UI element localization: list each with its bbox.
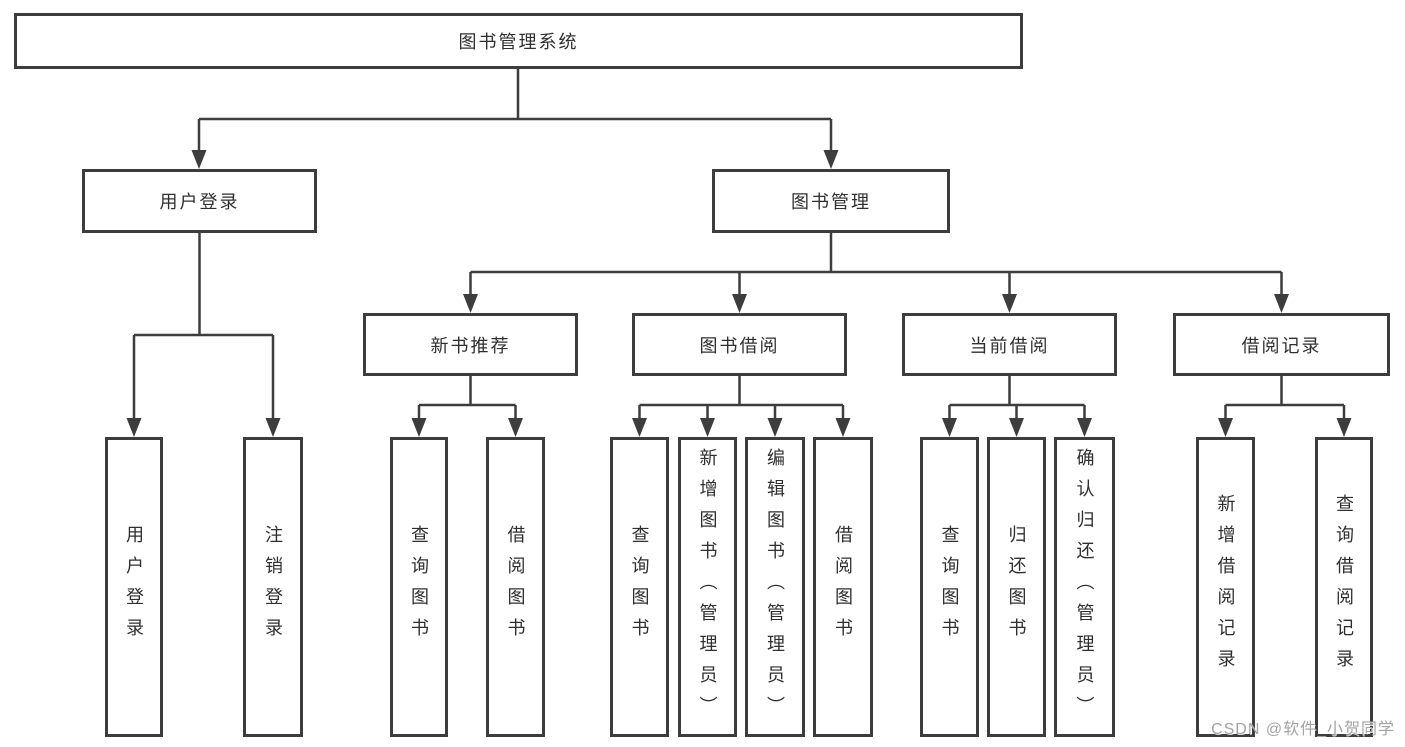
leaf-bb-query-book: 查询图书 <box>610 437 669 737</box>
node-user-login-label: 用户登录 <box>159 192 240 212</box>
leaf-bb-query-book-label: 查询图书 <box>629 525 650 649</box>
node-root-label: 图书管理系统 <box>458 32 579 52</box>
leaf-user-login-label: 用户登录 <box>124 525 144 649</box>
node-user-login: 用户登录 <box>82 169 317 233</box>
node-book-borrow-label: 图书借阅 <box>699 335 780 356</box>
node-book-borrow: 图书借阅 <box>632 313 847 376</box>
node-borrow-records-label: 借阅记录 <box>1241 335 1322 356</box>
leaf-cb-confirm-return-label: 确认归还（管理员） <box>1074 447 1095 727</box>
leaf-cb-query-book-label: 查询图书 <box>939 525 960 649</box>
leaf-bb-borrow-book: 借阅图书 <box>813 437 873 737</box>
leaf-nb-borrow-book: 借阅图书 <box>486 437 545 737</box>
leaf-nb-query-book: 查询图书 <box>390 437 448 737</box>
leaf-nb-query-book-label: 查询图书 <box>409 525 429 649</box>
leaf-br-query-record: 查询借阅记录 <box>1315 437 1373 737</box>
node-current-borrow-label: 当前借阅 <box>969 335 1050 356</box>
csdn-watermark: CSDN @软件_小贺同学 <box>1211 721 1395 738</box>
leaf-br-add-record-label: 新增借阅记录 <box>1215 494 1236 680</box>
leaf-cb-return-book: 归还图书 <box>987 437 1046 737</box>
leaf-bb-edit-book-label: 编辑图书（管理员） <box>765 447 785 727</box>
node-new-book-rec: 新书推荐 <box>363 313 578 376</box>
node-book-mgmt-label: 图书管理 <box>791 192 871 212</box>
node-current-borrow: 当前借阅 <box>902 313 1117 376</box>
leaf-user-login: 用户登录 <box>105 437 163 737</box>
node-new-book-rec-label: 新书推荐 <box>430 335 511 356</box>
leaf-cb-query-book: 查询图书 <box>920 437 979 737</box>
leaf-cb-confirm-return: 确认归还（管理员） <box>1054 437 1115 737</box>
leaf-bb-borrow-book-label: 借阅图书 <box>833 525 853 649</box>
node-borrow-records: 借阅记录 <box>1173 313 1390 376</box>
leaf-nb-borrow-book-label: 借阅图书 <box>505 525 526 649</box>
leaf-br-add-record: 新增借阅记录 <box>1196 437 1255 737</box>
leaf-cb-return-book-label: 归还图书 <box>1006 525 1027 649</box>
leaf-bb-add-book: 新增图书（管理员） <box>678 437 737 737</box>
node-root: 图书管理系统 <box>14 13 1023 69</box>
node-book-mgmt: 图书管理 <box>712 169 950 233</box>
leaf-logout: 注销登录 <box>243 437 303 737</box>
leaf-logout-label: 注销登录 <box>263 525 283 649</box>
arrowheads <box>126 150 1352 437</box>
leaf-bb-edit-book: 编辑图书（管理员） <box>745 437 805 737</box>
leaf-bb-add-book-label: 新增图书（管理员） <box>697 447 718 727</box>
leaf-br-query-record-label: 查询借阅记录 <box>1334 494 1354 680</box>
